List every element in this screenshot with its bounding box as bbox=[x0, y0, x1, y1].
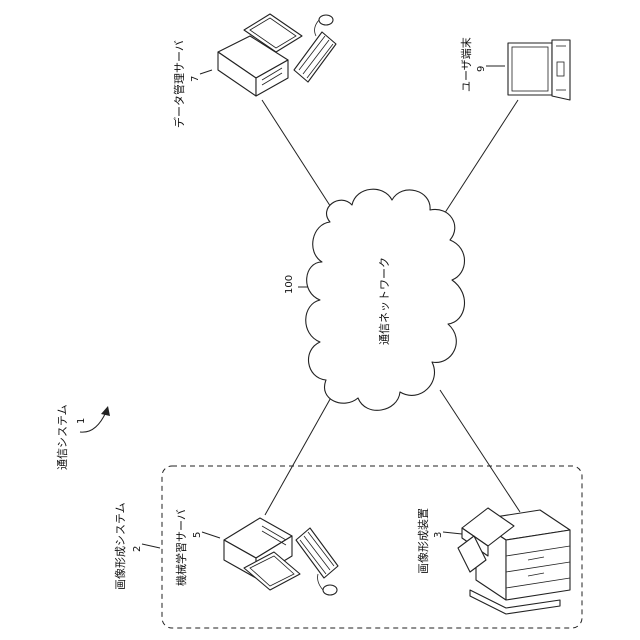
laptop-icon bbox=[508, 40, 570, 100]
data-server-label: データ管理サーバ bbox=[172, 40, 186, 128]
network-number: 100 bbox=[284, 275, 295, 294]
printer-icon bbox=[458, 508, 570, 614]
line-user-terminal-to-network bbox=[437, 100, 518, 225]
leader-image-forming-system bbox=[142, 544, 160, 548]
arrowhead-icon bbox=[101, 406, 110, 416]
leader-image-forming-device bbox=[443, 532, 462, 534]
network-label: 通信ネットワーク bbox=[378, 257, 391, 345]
ml-server-label: 機械学習サーバ bbox=[174, 509, 188, 586]
image-forming-device: 画像形成装置 3 bbox=[417, 508, 570, 614]
user-terminal: ユーザ端末 9 bbox=[459, 37, 570, 100]
leader-data-server bbox=[200, 70, 212, 74]
line-ml-server-to-network bbox=[265, 385, 338, 515]
leader-ml-server bbox=[202, 532, 220, 538]
data-server-computer-icon bbox=[218, 14, 336, 96]
image-forming-device-label: 画像形成装置 bbox=[417, 508, 430, 574]
image-forming-system-label: 画像形成システム bbox=[114, 502, 127, 590]
ml-server-computer-icon bbox=[224, 518, 338, 595]
system-number: 1 bbox=[76, 418, 87, 424]
communication-system-label-group: 通信システム 1 bbox=[56, 404, 110, 470]
data-management-server: データ管理サーバ 7 bbox=[172, 14, 336, 128]
line-image-device-to-network bbox=[440, 390, 520, 512]
image-forming-device-number: 3 bbox=[433, 532, 444, 538]
user-terminal-label: ユーザ端末 bbox=[459, 37, 473, 92]
data-server-number: 7 bbox=[190, 76, 201, 82]
machine-learning-server: 機械学習サーバ 5 bbox=[174, 509, 338, 595]
image-forming-system-number: 2 bbox=[132, 546, 143, 552]
user-terminal-number: 9 bbox=[476, 66, 487, 72]
system-label: 通信システム bbox=[56, 404, 69, 470]
network-cloud: 通信ネットワーク 100 bbox=[284, 189, 465, 410]
line-data-server-to-network bbox=[262, 100, 336, 215]
ml-server-number: 5 bbox=[192, 532, 203, 538]
